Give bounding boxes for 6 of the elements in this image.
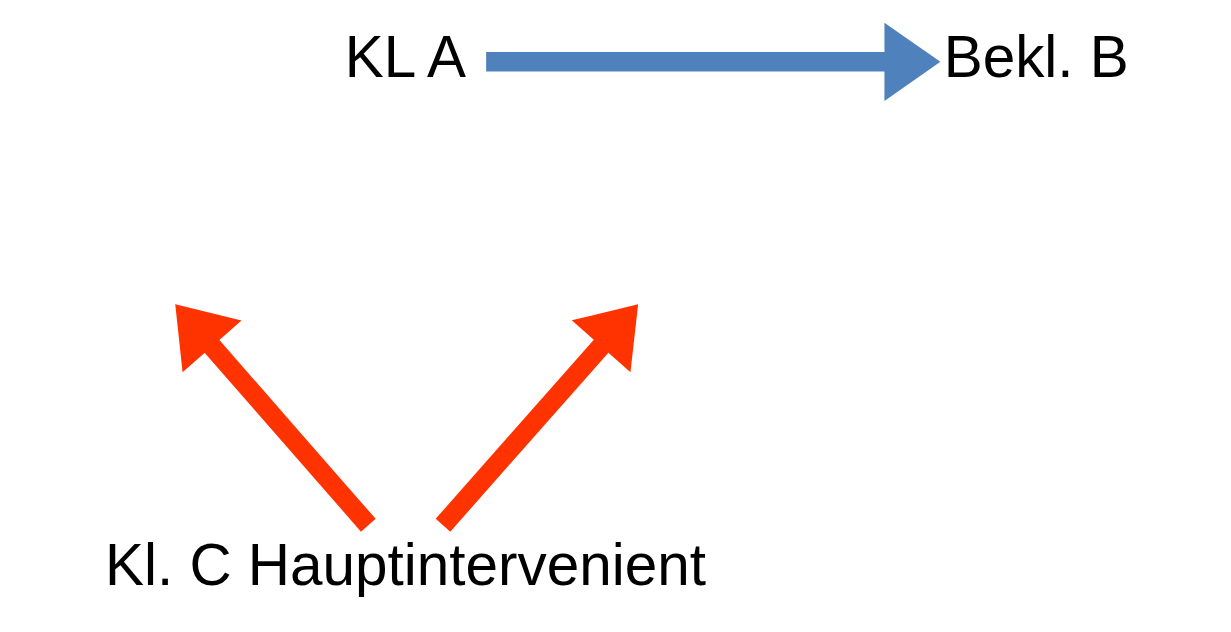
node-text: Kl. C Hauptintervenient bbox=[104, 532, 706, 598]
arrow bbox=[175, 304, 376, 532]
arrow bbox=[486, 22, 941, 101]
arrow bbox=[435, 304, 639, 532]
node-text: KL A bbox=[344, 23, 467, 89]
node-text: Bekl. B bbox=[943, 23, 1129, 89]
